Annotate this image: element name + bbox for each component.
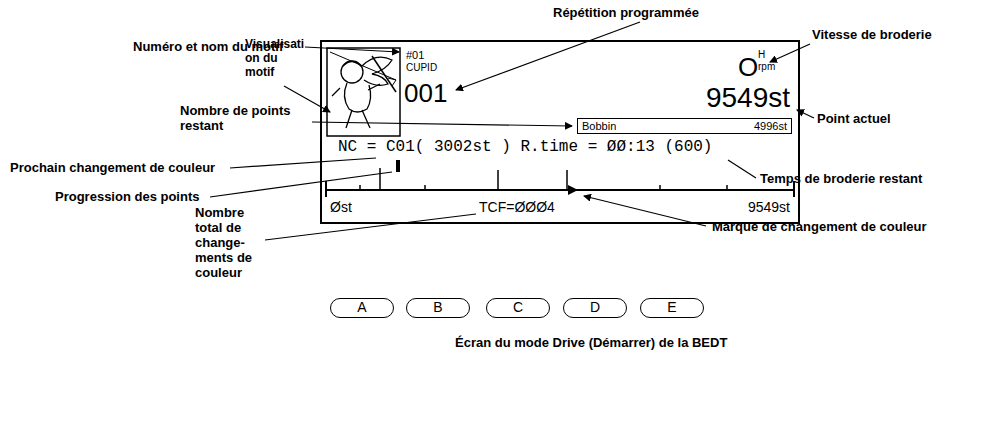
callout-label: Répétition programmée <box>553 6 699 21</box>
bobbin-box: Bobbin 4996st <box>577 118 792 134</box>
bobbin-text: 4996st <box>754 120 787 132</box>
key-letter: D <box>590 300 600 315</box>
repeat-count: 001 <box>404 79 447 108</box>
lcd-screen: #01CUPID 001 OHrpm 9549st NC = C01( 3002st )… <box>320 40 800 224</box>
soft-key: B <box>406 298 470 318</box>
callout-label: Vitesse de broderie <box>812 28 932 43</box>
key-letter: B <box>433 300 442 315</box>
color-change-total: TCF=ØØØ4 <box>479 200 555 215</box>
status-line: NC = C01( 3002st ) R.time = ØØ:13 (600) <box>338 139 712 157</box>
pattern-number: #01 <box>406 49 424 61</box>
pattern-name: CUPID <box>406 62 437 73</box>
soft-key: E <box>640 298 704 318</box>
speed-unit: rpm <box>758 61 775 72</box>
soft-key: A <box>330 298 394 318</box>
callout-label: Visualisati on du motif <box>245 38 305 79</box>
soft-key: C <box>486 298 550 318</box>
current-stitch: 9549st <box>706 83 790 114</box>
speed-unit: H <box>758 49 765 60</box>
caption: Écran du mode Drive (Démarrer) de la BED… <box>455 336 727 351</box>
callout-label: Progression des points <box>55 190 199 205</box>
speed-value: O <box>738 53 758 82</box>
callout-label: Nombre de points restant <box>180 104 310 134</box>
end-stitch: 9549st <box>748 200 790 215</box>
bobbin-text: Bobbin <box>582 120 616 132</box>
start-stitch: Øst <box>330 200 352 215</box>
key-letter: E <box>667 300 676 315</box>
progress-bar <box>326 160 794 197</box>
key-letter: C <box>513 300 523 315</box>
callout-label: Temps de broderie restant <box>760 172 922 187</box>
callout-label: Prochain changement de couleur <box>10 161 215 176</box>
soft-key: D <box>563 298 627 318</box>
key-letter: A <box>357 300 366 315</box>
callout-label: Marque de changement de couleur <box>712 220 927 235</box>
leader-lines <box>210 22 814 240</box>
callout-label: Nombre total de change- ments de couleur <box>195 206 261 281</box>
callout-label: Point actuel <box>817 112 891 127</box>
